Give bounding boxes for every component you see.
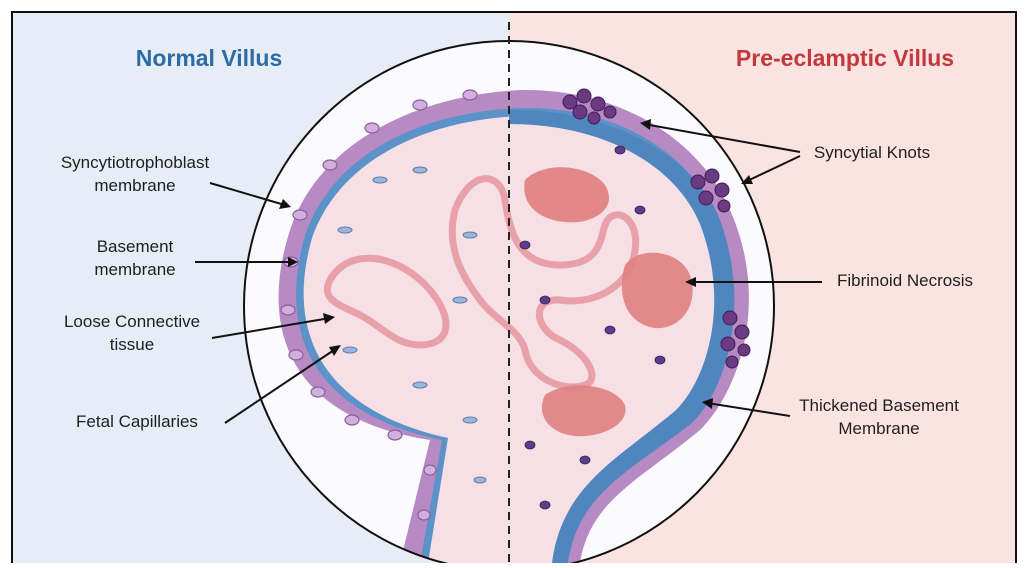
normal-villus-title: Normal Villus [136,45,283,71]
label-syncytiotrophoblast-line2: membrane [94,176,175,195]
preeclamptic-villus-title: Pre-eclamptic Villus [736,45,954,71]
label-fibrinoid-necrosis-line1: Fibrinoid Necrosis [837,271,973,290]
label-thickened-basement-line2: Membrane [838,419,919,438]
label-fetal-capillaries-line1: Fetal Capillaries [76,412,198,431]
label-loose-connective-line1: Loose Connective [64,312,200,331]
label-thickened-basement-line1: Thickened Basement [799,396,959,415]
label-loose-connective-line2: tissue [110,335,154,354]
label-syncytial-knots-line1: Syncytial Knots [814,143,930,162]
label-basement-line2: membrane [94,260,175,279]
label-syncytiotrophoblast-line1: Syncytiotrophoblast [61,153,210,172]
label-basement-line1: Basement [97,237,174,256]
